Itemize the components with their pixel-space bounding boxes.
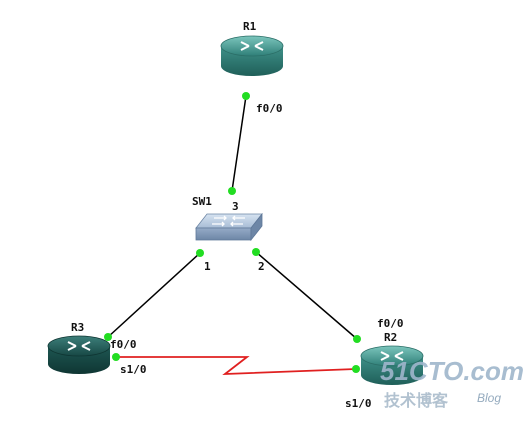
port-dot-sw1-1 [196,249,204,257]
router-arrows-icon [67,341,91,351]
router-r2[interactable] [360,345,424,385]
watermark-subtitle-text: 技术博客 [384,391,449,410]
port-dot-sw1-2 [252,248,260,256]
router-arrows-icon [240,41,264,51]
port-label-r2-f00: f0/0 [377,317,404,330]
port-dot-r1-f00 [242,92,250,100]
port-label-sw1-1: 1 [204,260,211,273]
r2-label: R2 [384,331,397,344]
router-arrows-icon [380,351,404,361]
router-r3[interactable] [47,335,111,374]
watermark-blog-text: Blog [477,391,501,405]
port-label-sw1-3: 3 [232,200,239,213]
port-dot-sw1-3 [228,187,236,195]
sw1-label: SW1 [192,195,212,208]
port-label-r3-s10: s1/0 [120,363,147,376]
watermark-site-text: 51CTO.com [380,356,524,386]
r1-label: R1 [243,20,257,33]
router-r1[interactable] [220,35,284,76]
watermark-51cto: 51CTO.com 技术博客 Blog [380,356,524,410]
serial-link-r3-r2 [116,356,357,376]
port-label-r1-f00: f0/0 [256,102,283,115]
port-dots [104,92,361,373]
port-label-r3-f00: f0/0 [110,338,137,351]
port-dot-r3-f00 [104,333,112,341]
link-sw1-r2 [255,251,358,340]
port-dot-r2-f00 [353,335,361,343]
switch-arrows-icon [212,215,245,227]
link-r1-sw1 [231,95,247,192]
port-dot-r3-s10 [112,353,120,361]
r3-label: R3 [71,321,84,334]
link-sw1-r3 [107,252,201,338]
port-label-sw1-2: 2 [258,260,265,273]
port-label-r2-s10: s1/0 [345,397,372,410]
port-dot-r2-s10 [352,365,360,373]
switch-sw1[interactable] [195,212,263,242]
